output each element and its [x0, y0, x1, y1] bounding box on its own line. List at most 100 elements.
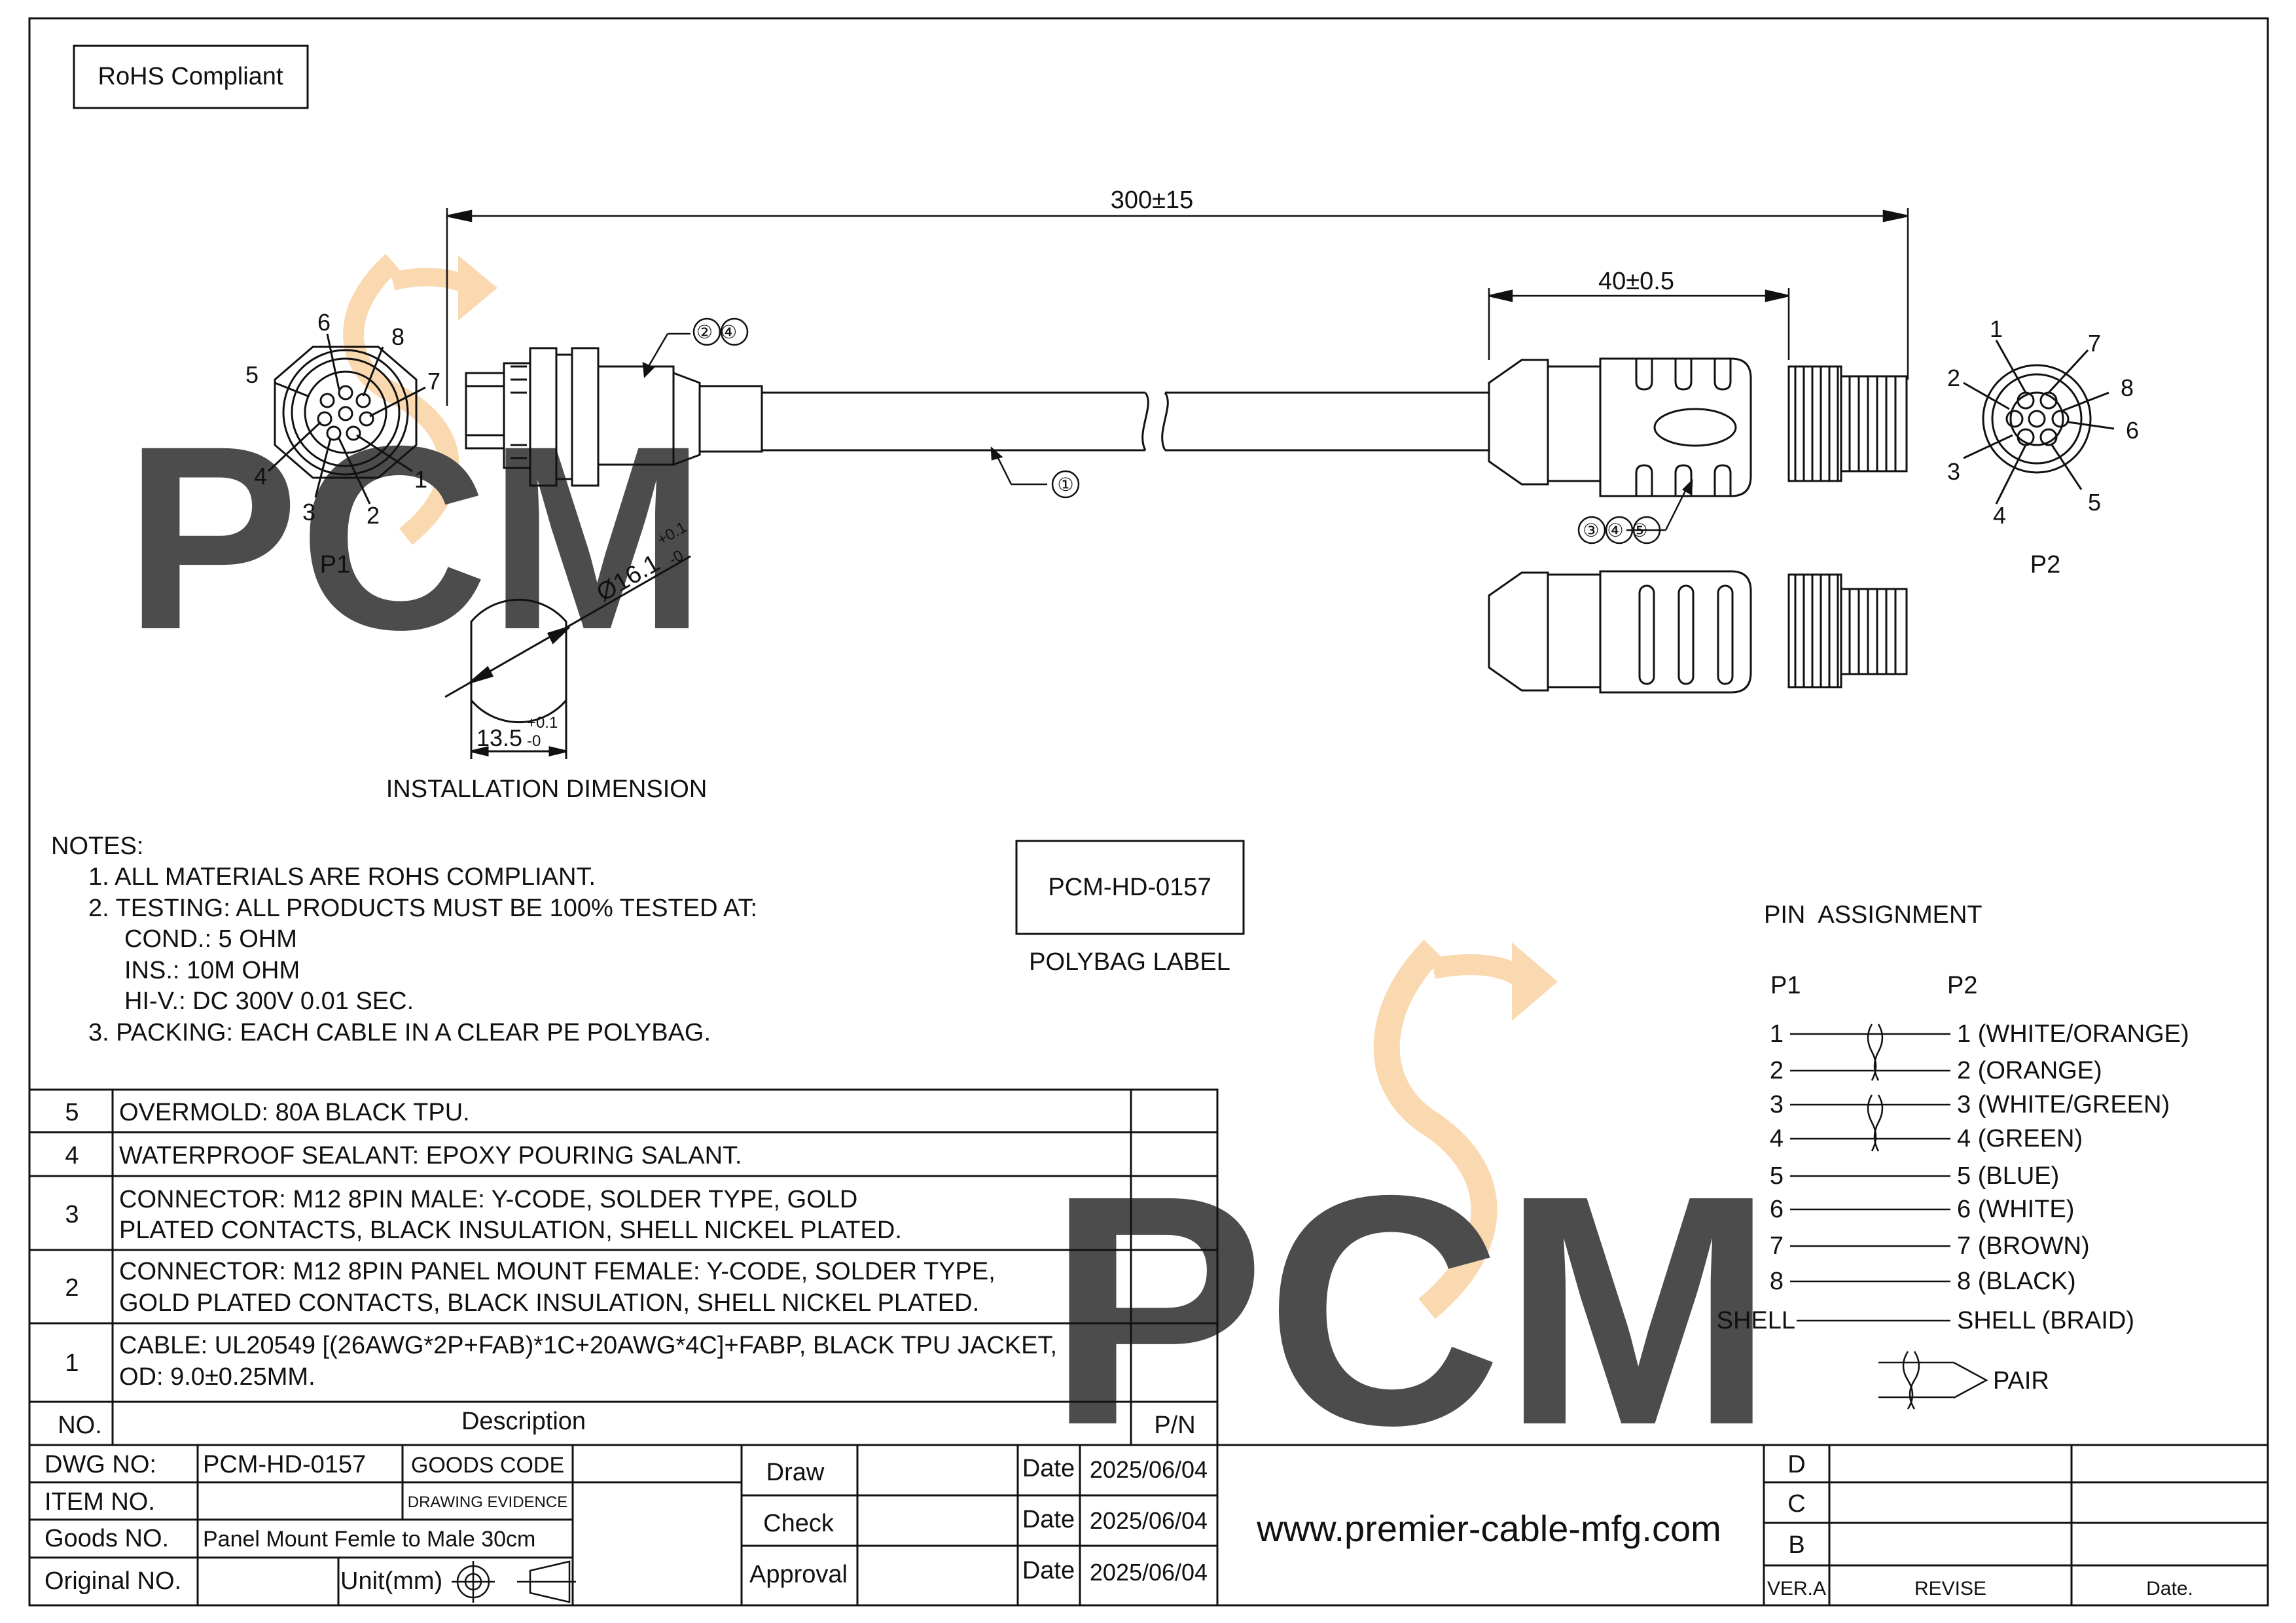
- draw-date-label: Date: [1022, 1455, 1075, 1482]
- cable: [762, 391, 1489, 452]
- sheet-border: [28, 17, 2269, 1607]
- original-no-label: Original NO.: [45, 1567, 181, 1595]
- revision-c: C: [1787, 1490, 1805, 1518]
- flat-tol-plus: +0.1: [527, 714, 558, 732]
- draw-label: Draw: [766, 1459, 825, 1486]
- bom-desc-1b: OD: 9.0±0.25MM.: [119, 1363, 315, 1391]
- pin-p2-1: 1 (WHITE/ORANGE): [1957, 1020, 2189, 1048]
- projection-symbol: [452, 1560, 576, 1603]
- pin-p2-7: 7 (BROWN): [1957, 1232, 2090, 1260]
- pin-p2-shell: SHELL (BRAID): [1957, 1307, 2134, 1334]
- pin-col-p1: P1: [1770, 972, 1801, 999]
- p2-pin-2: 2: [1947, 365, 1960, 391]
- bom-header-no: NO.: [58, 1412, 102, 1439]
- p1-pin-5: 5: [245, 361, 259, 388]
- p2-pin-3: 3: [1947, 458, 1960, 485]
- bom-no-5: 5: [65, 1099, 79, 1126]
- p2-pin-numbers: 1 7 2 8 6 3 4 5: [1947, 315, 2139, 529]
- pin-p2-4: 4 (GREEN): [1957, 1125, 2083, 1152]
- note-line-1: 1. ALL MATERIALS ARE ROHS COMPLIANT.: [88, 863, 596, 891]
- pin-p1-1: 1: [1770, 1020, 1784, 1048]
- draw-date: 2025/06/04: [1090, 1456, 1208, 1483]
- item-no-label: ITEM NO.: [45, 1488, 155, 1516]
- pin-assignment: PIN ASSIGNMENT P1 P2 1 2 3: [1717, 901, 2189, 1410]
- pin-wires: [1790, 1024, 1988, 1410]
- pin-p1-3: 3: [1770, 1091, 1784, 1118]
- approval-date: 2025/06/04: [1090, 1559, 1208, 1586]
- p1-pin-1: 1: [414, 466, 427, 493]
- bom-no-2: 2: [65, 1274, 79, 1302]
- callout-cable: ①: [1057, 474, 1073, 495]
- polybag-label: PCM-HD-0157 POLYBAG LABEL: [1015, 840, 1245, 976]
- p2-pin-6: 6: [2126, 417, 2139, 444]
- ver-label: VER.A: [1767, 1578, 1826, 1599]
- bom-desc-2b: GOLD PLATED CONTACTS, BLACK INSULATION, …: [119, 1289, 979, 1317]
- approval-label: Approval: [749, 1561, 848, 1588]
- p1-face-view: [267, 333, 426, 505]
- note-line-2: 2. TESTING: ALL PRODUCTS MUST BE 100% TE…: [88, 895, 757, 922]
- bom-desc-5: OVERMOLD: 80A BLACK TPU.: [119, 1099, 470, 1126]
- p2-pin-8: 8: [2121, 374, 2134, 401]
- notes-heading: NOTES:: [51, 832, 143, 860]
- bom-desc-1a: CABLE: UL20549 [(26AWG*2P+FAB)*1C+20AWG*…: [119, 1332, 1057, 1359]
- p2-pin-1: 1: [1990, 315, 2003, 342]
- goods-no-label: Goods NO.: [45, 1525, 169, 1552]
- watermark-top: PCM: [124, 253, 706, 684]
- pin-p1-4: 4: [1770, 1125, 1784, 1152]
- goods-code-label: GOODS CODE: [411, 1453, 564, 1478]
- check-date-label: Date: [1022, 1506, 1075, 1533]
- bom-header-pn: P/N: [1154, 1412, 1195, 1439]
- pin-p2-5: 5 (BLUE): [1957, 1162, 2059, 1190]
- installation-cutout: [444, 555, 691, 759]
- overmold-length-dimension: [1488, 288, 1790, 360]
- callout-leaders: [642, 332, 1693, 531]
- bom-no-1: 1: [65, 1349, 79, 1377]
- pin-p1-7: 7: [1770, 1232, 1784, 1260]
- pin-p2-6: 6 (WHITE): [1957, 1196, 2074, 1223]
- dwg-no-value: PCM-HD-0157: [203, 1451, 366, 1478]
- flat-tol-minus: -0: [527, 732, 541, 750]
- bom-desc-3b: PLATED CONTACTS, BLACK INSULATION, SHELL…: [119, 1217, 902, 1244]
- revision-d: D: [1787, 1451, 1805, 1478]
- pin-assignment-title: PIN ASSIGNMENT: [1764, 901, 1982, 929]
- drawing-evidence-label: DRAWING EVIDENCE: [408, 1493, 567, 1511]
- watermark-text-bottom: PCM: [1047, 1127, 1774, 1493]
- overall-length-dimension: [446, 208, 1909, 406]
- p1-pin-6: 6: [317, 309, 331, 336]
- bom-rows: 5 OVERMOLD: 80A BLACK TPU. 4 WATERPROOF …: [58, 1099, 1195, 1439]
- bom-desc-3a: CONNECTOR: M12 8PIN MALE: Y-CODE, SOLDER…: [119, 1186, 857, 1213]
- p1-pin-4: 4: [254, 463, 267, 490]
- bom-no-3: 3: [65, 1201, 79, 1228]
- rohs-label: RoHS Compliant: [98, 63, 283, 90]
- p2-pin-7: 7: [2088, 330, 2101, 357]
- watermark-text-top: PCM: [124, 391, 706, 684]
- check-date: 2025/06/04: [1090, 1507, 1208, 1534]
- note-line-6: 3. PACKING: EACH CABLE IN A CLEAR PE POL…: [88, 1019, 711, 1046]
- pin-p1-2: 2: [1770, 1057, 1784, 1084]
- polybag-code: PCM-HD-0157: [1048, 874, 1211, 901]
- p2-male-connector-top: [1488, 357, 1908, 497]
- installation-label: INSTALLATION DIMENSION: [386, 776, 708, 803]
- p1-panel-connector: [465, 347, 763, 487]
- dwg-no-label: DWG NO:: [45, 1451, 156, 1478]
- polybag-caption: POLYBAG LABEL: [1029, 948, 1230, 976]
- note-line-5: HI-V.: DC 300V 0.01 SEC.: [124, 988, 414, 1015]
- p2-label: P2: [2030, 551, 2060, 579]
- pin-p2-8: 8 (BLACK): [1957, 1268, 2076, 1295]
- pin-col-p2: P2: [1947, 972, 1977, 999]
- pin-p1-8: 8: [1770, 1268, 1784, 1295]
- p1-pin-3: 3: [302, 499, 315, 526]
- p2-male-connector-bottom: [1488, 570, 1908, 694]
- flat-label: 13.5: [476, 724, 522, 751]
- pin-p1-5: 5: [1770, 1162, 1784, 1190]
- website: www.premier-cable-mfg.com: [1256, 1508, 1721, 1549]
- overmold-length-label: 40±0.5: [1598, 268, 1674, 295]
- date-col-label: Date.: [2146, 1578, 2193, 1599]
- p2-face-view: [1963, 340, 2115, 505]
- unit-label: Unit(mm): [340, 1567, 442, 1595]
- pin-p2-2: 2 (ORANGE): [1957, 1057, 2102, 1084]
- callout-bubbles: [692, 317, 1661, 544]
- p1-pin-2: 2: [367, 502, 380, 529]
- bom-desc-4: WATERPROOF SEALANT: EPOXY POURING SALANT…: [119, 1142, 742, 1169]
